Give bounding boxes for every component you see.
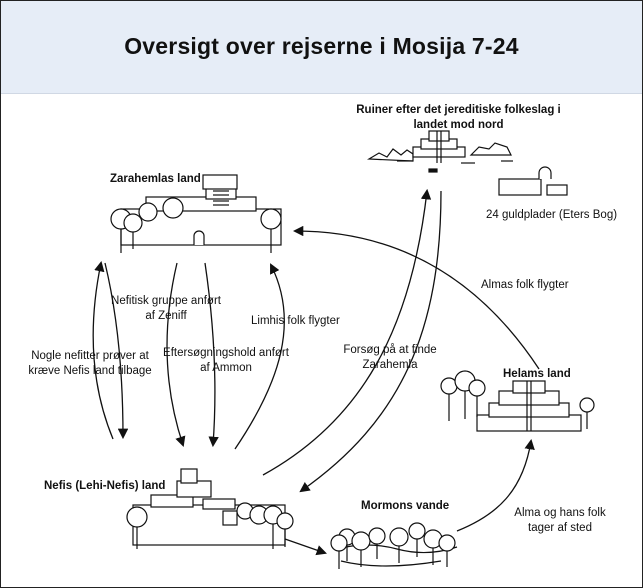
journey-arrows xyxy=(92,188,540,556)
arrow-search-down xyxy=(299,190,442,493)
arrow-reclaim-up xyxy=(92,260,114,440)
arrow-zeniff xyxy=(166,262,186,447)
title-banner: Oversigt over rejserne i Mosija 7-24 xyxy=(1,1,642,94)
label-ruins: Ruiner efter det jereditiske folkeslag i… xyxy=(356,104,561,131)
ruins-icon xyxy=(366,130,513,173)
arrow-alma-flee xyxy=(292,225,540,370)
gold-plates-icon xyxy=(498,166,568,196)
arrow-to-mormon xyxy=(284,538,327,556)
label-zarahemla: Zarahemlas land xyxy=(110,173,201,185)
label-gold-plates: 24 guldplader (Eters Bog) xyxy=(486,209,618,221)
arrow-limhi xyxy=(234,263,285,450)
label-alma-depart: Alma og hans folk tager af sted xyxy=(514,507,606,534)
arrow-alma-depart xyxy=(456,438,535,532)
helam-city-icon xyxy=(440,370,595,432)
label-alma-flee: Almas folk flygter xyxy=(481,279,569,291)
label-limhi: Limhis folk flygter xyxy=(251,315,340,327)
label-mormon: Mormons vande xyxy=(361,500,450,512)
label-search: Forsøg på at finde Zarahemla xyxy=(343,344,437,371)
label-ammon: Eftersøgningshold anført af Ammon xyxy=(163,347,289,374)
diagram-title: Oversigt over rejserne i Mosija 7-24 xyxy=(124,33,519,59)
arrow-ammon xyxy=(204,262,219,448)
label-zeniff: Nefitisk gruppe anført af Zeniff xyxy=(111,295,221,322)
label-helam: Helams land xyxy=(503,368,571,380)
arrow-search-up xyxy=(262,188,432,476)
zarahemla-city-icon xyxy=(110,174,282,253)
label-nephi: Nefis (Lehi-Nefis) land xyxy=(44,480,166,492)
label-reclaim: Nogle nefitter prøver at kræve Nefis lan… xyxy=(28,350,152,377)
nephi-city-icon xyxy=(126,468,294,549)
arrow-reclaim-down xyxy=(104,262,129,440)
waters-of-mormon-icon xyxy=(330,522,458,569)
